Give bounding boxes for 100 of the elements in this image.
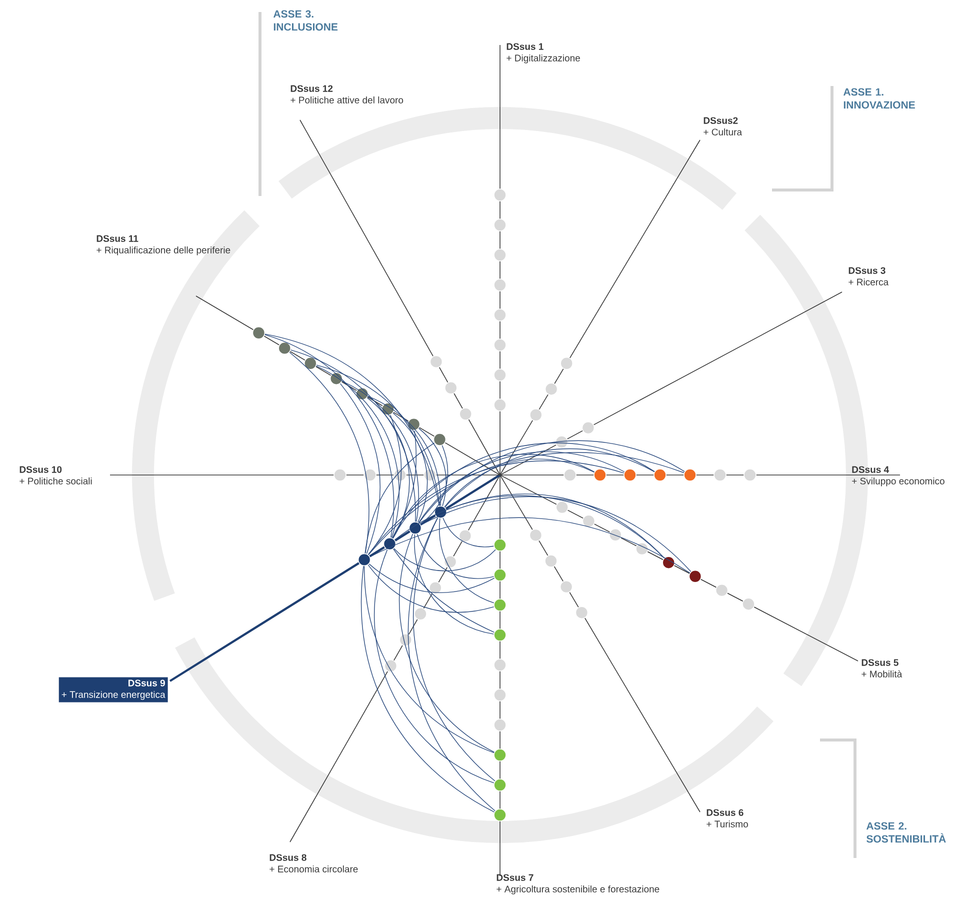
connection-curve [368,452,684,556]
marker-circle [715,584,728,597]
marker-circle [494,568,506,582]
marker-circle [382,402,394,416]
connection-curve [418,440,685,524]
marker-circle [560,580,573,594]
marker-circle [407,418,420,431]
connection-curve [264,334,440,506]
marker-circle [458,529,472,542]
marker-circle [356,387,368,400]
connection-curve [392,454,595,538]
marker-circle [564,468,576,482]
axis-heading: ASSE 1. INNOVAZIONE [843,88,915,109]
connection-curve [316,364,440,506]
marker-circle [494,368,506,382]
spoke-label: DSsus 1 + Digitalizzazione [506,43,580,64]
marker-circle [582,421,595,434]
marker-circle [624,468,636,482]
connection-curve [408,517,496,812]
spoke-label: DSsus 6 + Turismo [706,809,748,828]
marker-circle [444,555,457,568]
spoke-label: DSsus 4 + Sviluppo economico [852,466,944,486]
connection-curve [444,458,595,508]
marker-circle [424,468,436,482]
connection-curve [340,383,380,554]
marker-circle [334,468,346,482]
marker-circle [662,556,675,569]
spoke-label: DSsus 10 + Politiche sociali [20,466,92,484]
marker-circle [330,372,343,385]
connection-curve [368,564,494,613]
connection-curve [420,445,448,525]
marker-circle [556,500,568,514]
marker-circle [494,718,506,732]
marker-circle [575,606,588,619]
connection-curve [361,566,495,812]
connection-curve [444,448,655,508]
connection-curve [366,397,410,539]
spoke-label: DSsus 3 + Ricerca [848,267,889,286]
connection-curve [442,518,494,548]
marker-circle [494,628,506,642]
marker-circle [384,660,398,672]
marker-circle [654,468,666,482]
marker-circle [530,408,542,422]
marker-circle [459,408,472,420]
connection-curve [342,380,419,522]
connection-curve [418,428,447,506]
connection-curve [414,534,494,634]
marker-circle [430,355,443,368]
axis-heading: ASSE 2. SOSTENIBILITÀ [866,822,946,843]
marker-circle [408,522,422,534]
connection-curve [316,366,400,538]
connection-curve [393,548,495,633]
connection-curve [394,496,664,558]
marker-circle [494,778,506,792]
marker-circle [494,538,506,552]
marker-circle [529,528,542,542]
marker-circle [494,748,506,762]
marker-circle [560,357,573,370]
marker-circle [494,218,506,232]
connection-curve [368,564,495,593]
connection-curve [364,566,494,754]
marker-circle [304,357,317,370]
marker-circle [742,598,755,610]
marker-circle [494,338,506,352]
connection-curve [368,396,441,506]
marker-circle [494,658,506,672]
connection-curve [418,451,625,523]
marker-circle [429,581,442,594]
connection-curve [374,549,494,784]
marker-circle [688,570,702,583]
spoke-label: DSsus 7 + Agricoltura sostenibile e forestazione [496,874,660,894]
marker-circle [609,528,622,542]
connection-curve [392,412,428,523]
marker-circle [364,468,376,482]
connection-curve [290,350,416,522]
marker-circle [414,608,427,620]
marker-circle [434,506,447,518]
marker-circle [399,634,412,646]
marker-circle [636,542,648,556]
marker-circle [394,468,406,482]
connection-curve [392,442,655,539]
connection-curve [416,534,494,579]
connection-curve [438,518,494,604]
highlight-label: DSsus 9 + Transizione energetica [58,677,168,702]
connection-curve [370,518,690,574]
marker-circle [433,433,446,446]
connection-curve [264,334,394,538]
marker-circle [494,278,506,292]
marker-circle [252,326,266,340]
connection-curve [398,534,495,752]
marker-circle [544,382,558,396]
marker-circle [744,468,756,482]
marker-circle [494,248,506,262]
spoke-label: DSsus 5 + Mobilità [862,659,902,678]
marker-circle [358,553,371,566]
connection-curve [413,517,496,782]
connection-curve [420,496,692,572]
marker-circle [494,688,506,702]
marker-circle [544,554,558,568]
spoke-label: DSsus 11 + Riqualificazione delle periferie [96,235,230,256]
